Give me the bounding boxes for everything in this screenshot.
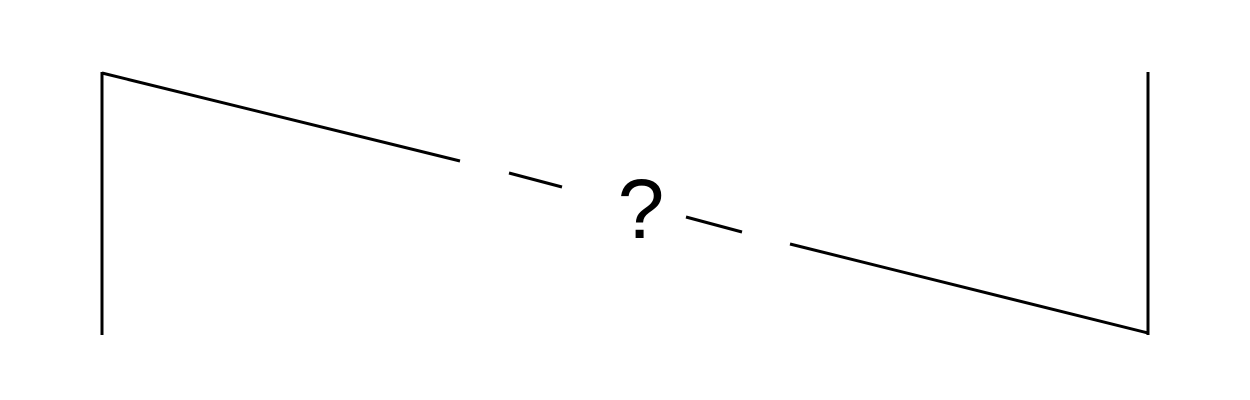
left-dash-segment xyxy=(508,171,563,189)
left-solid-diagonal xyxy=(101,71,461,163)
right-solid-diagonal xyxy=(789,242,1149,335)
right-dash-segment xyxy=(685,215,743,234)
question-mark-label: ? xyxy=(618,162,665,256)
